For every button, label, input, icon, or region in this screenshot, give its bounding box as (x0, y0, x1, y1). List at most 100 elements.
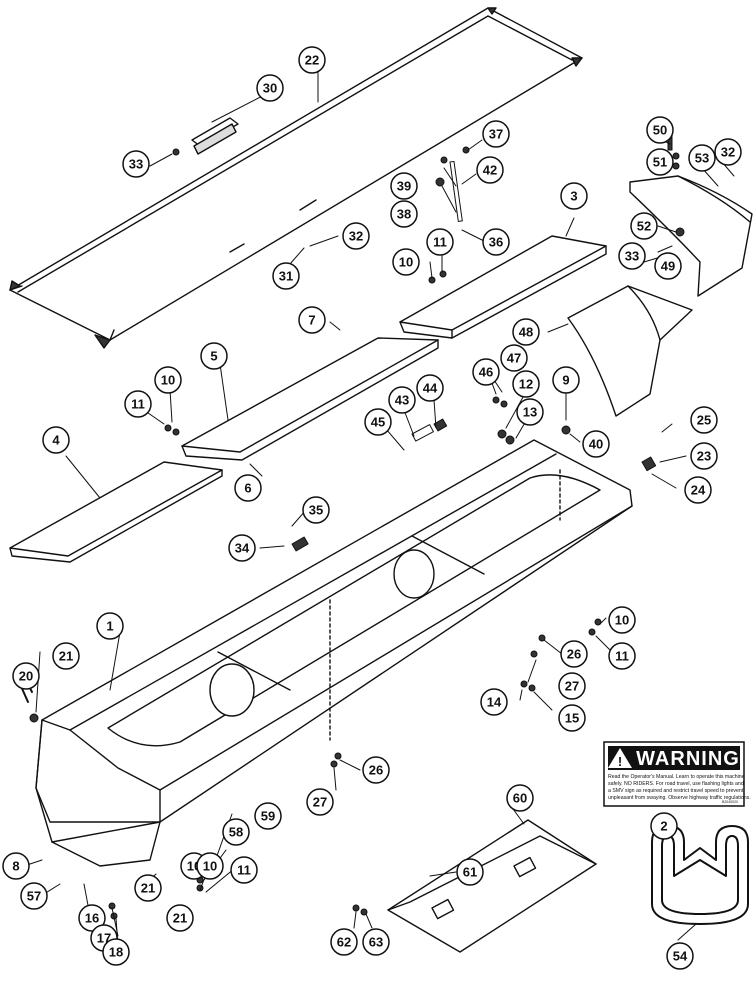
callout-number: 10 (161, 373, 175, 388)
callout-number: 46 (479, 365, 493, 380)
callout-62: 62 (330, 928, 358, 956)
callout-51: 51 (646, 148, 674, 176)
callout-number: 26 (567, 647, 581, 662)
callout-number: 22 (305, 53, 319, 68)
callout-circle (330, 928, 358, 956)
callout-number: 50 (653, 123, 667, 138)
callout-circle (456, 858, 484, 886)
callout-circle (516, 398, 544, 426)
callout-4: 4 (42, 426, 70, 454)
callout-5: 5 (200, 342, 228, 370)
callout-39: 39 (390, 172, 418, 200)
callout-number: 35 (309, 503, 323, 518)
callout-21: 21 (134, 874, 162, 902)
callout-number: 10 (203, 859, 217, 874)
callout-59: 59 (254, 802, 282, 830)
shelf-3 (399, 235, 607, 339)
callout-number: 30 (263, 81, 277, 96)
callout-circle (196, 852, 224, 880)
warning-line-4: unpleasant from swaying. Observe highway… (608, 795, 751, 801)
callout-number: 61 (463, 865, 477, 880)
callout-circle (362, 928, 390, 956)
callout-13: 13 (516, 398, 544, 426)
callout-11: 11 (124, 390, 152, 418)
warning-title: WARNING (636, 748, 740, 770)
top-cover-panel (9, 7, 583, 349)
callout-number: 13 (523, 405, 537, 420)
bottom-tray-60 (387, 819, 597, 953)
callout-number: 11 (131, 397, 145, 412)
callout-9: 9 (552, 366, 580, 394)
callout-58: 58 (222, 818, 250, 846)
callout-circle (666, 942, 694, 970)
callout-60: 60 (506, 784, 534, 812)
callout-circle (582, 430, 610, 458)
callout-number: 21 (59, 649, 73, 664)
callout-circle (302, 496, 330, 524)
callout-circle (560, 640, 588, 668)
callout-circle (482, 120, 510, 148)
callout-number: 48 (519, 325, 533, 340)
callout-circle (392, 248, 420, 276)
callout-number: 36 (489, 235, 503, 250)
callout-circle (124, 390, 152, 418)
callout-42: 42 (476, 156, 504, 184)
callout-number: 53 (695, 151, 709, 166)
callout-2: 2 (650, 812, 678, 840)
callout-circle (254, 802, 282, 830)
callout-32: 32 (342, 222, 370, 250)
callout-18: 18 (102, 938, 130, 966)
callout-circle (166, 904, 194, 932)
callout-44: 44 (416, 374, 444, 402)
callout-number: 27 (565, 679, 579, 694)
shelf-4 (9, 461, 223, 563)
callout-11: 11 (608, 642, 636, 670)
rubber-seal-54 (651, 825, 749, 925)
callout-33: 33 (122, 150, 150, 178)
callout-number: 6 (244, 481, 251, 496)
callout-63: 63 (362, 928, 390, 956)
callout-number: 24 (691, 483, 706, 498)
callout-26: 26 (362, 756, 390, 784)
callout-number: 49 (661, 259, 675, 274)
warning-decal-code: B2040020 (722, 800, 738, 804)
callout-circle (684, 476, 712, 504)
callout-number: 32 (721, 145, 735, 160)
callout-35: 35 (302, 496, 330, 524)
callout-circle (122, 150, 150, 178)
callout-11: 11 (426, 228, 454, 256)
callout-number: 51 (653, 155, 667, 170)
callout-number: 3 (570, 189, 577, 204)
callout-48: 48 (512, 318, 540, 346)
callout-circle (390, 200, 418, 228)
callout-number: 16 (85, 911, 99, 926)
callout-10: 10 (196, 852, 224, 880)
callout-number: 7 (308, 313, 315, 328)
callout-number: 27 (313, 795, 327, 810)
callout-circle (500, 344, 528, 372)
callout-11: 11 (230, 856, 258, 884)
callout-number: 57 (27, 889, 41, 904)
callout-number: 18 (109, 945, 123, 960)
callout-26: 26 (560, 640, 588, 668)
callout-number: 9 (562, 373, 569, 388)
callout-number: 42 (483, 163, 497, 178)
callout-number: 25 (697, 413, 711, 428)
callout-number: 1 (106, 619, 113, 634)
callout-circle (650, 812, 678, 840)
callout-circle (230, 856, 258, 884)
callout-number: 5 (210, 349, 217, 364)
callout-36: 36 (482, 228, 510, 256)
callout-circle (506, 784, 534, 812)
callout-38: 38 (390, 200, 418, 228)
callout-number: 2 (660, 819, 667, 834)
end-cover-48 (567, 285, 693, 417)
callout-circle (476, 156, 504, 184)
callout-number: 23 (697, 449, 711, 464)
callout-49: 49 (654, 252, 682, 280)
callout-circle (416, 374, 444, 402)
callout-3: 3 (560, 182, 588, 210)
callout-number: 32 (349, 229, 363, 244)
callout-57: 57 (20, 882, 48, 910)
